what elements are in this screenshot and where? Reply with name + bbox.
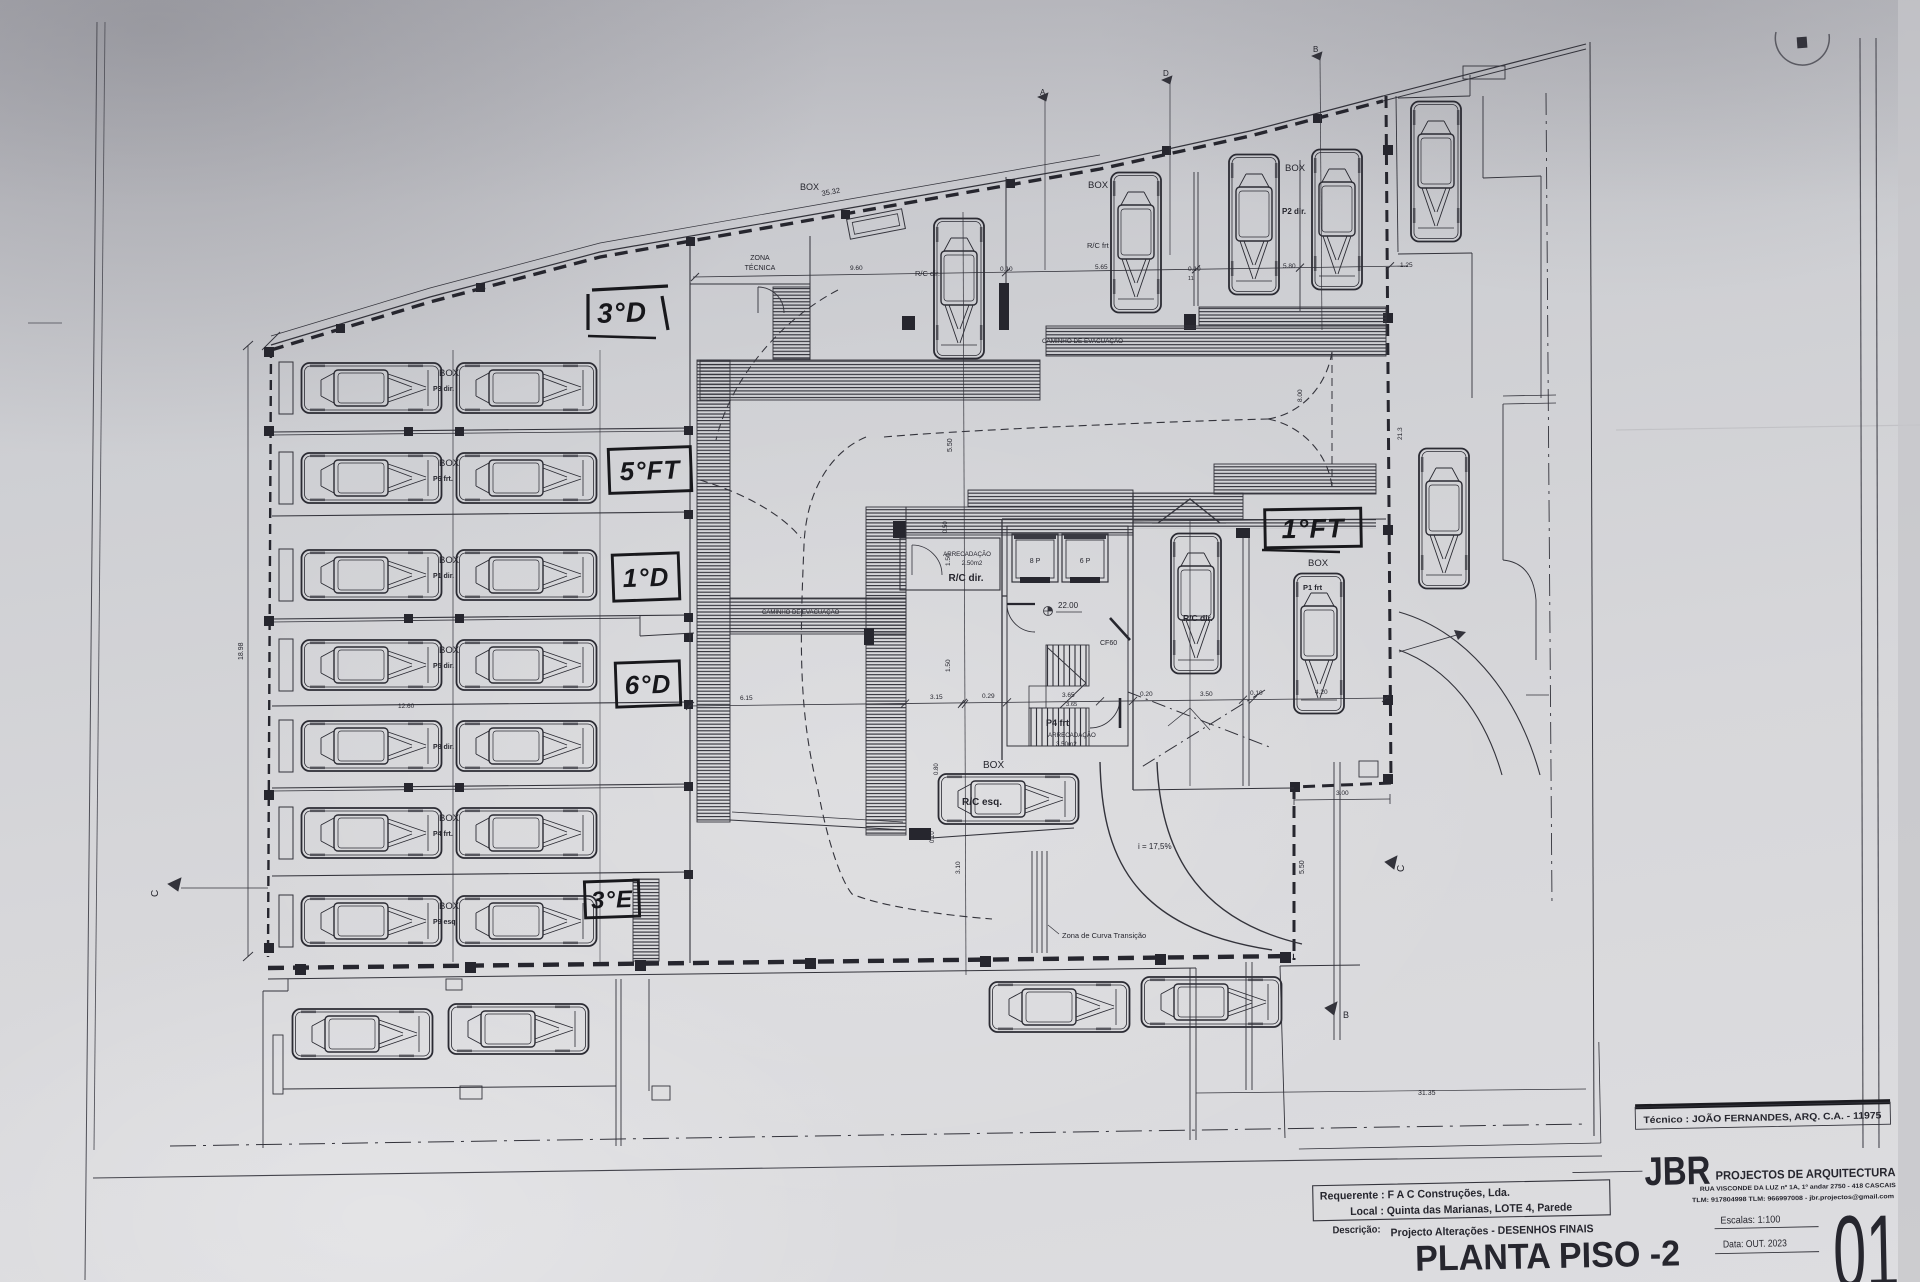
svg-text:3.00: 3.00 [1336,790,1349,797]
svg-text:BOX: BOX [800,182,819,192]
svg-text:3.65: 3.65 [1066,702,1077,708]
svg-text:3.50m2: 3.50m2 [1056,741,1077,748]
svg-text:P1 frt: P1 frt [1303,583,1323,592]
svg-text:PLANTA PISO -2: PLANTA PISO -2 [1415,1232,1681,1278]
svg-text:P1 dir.: P1 dir. [433,573,454,580]
svg-text:P5 dir.: P5 dir. [433,663,454,670]
svg-text:BOX: BOX [439,458,460,469]
svg-text:R/C dir.: R/C dir. [948,573,983,584]
svg-text:6.15: 6.15 [740,695,753,702]
svg-text:ZONA: ZONA [750,255,770,262]
svg-text:3°E: 3°E [591,886,634,914]
svg-text:8.00: 8.00 [1297,389,1304,402]
svg-text:B: B [1343,1010,1349,1020]
svg-text:BOX: BOX [439,813,460,824]
svg-text:22.00: 22.00 [1058,601,1079,610]
svg-text:A: A [1040,88,1046,97]
svg-text:RUA VISCONDE DA LUZ nº 1A, 1º: RUA VISCONDE DA LUZ nº 1A, 1º andar 2750… [1700,1182,1896,1193]
svg-text:R/C dir.: R/C dir. [1183,613,1213,623]
svg-text:5°FT: 5°FT [619,454,682,486]
svg-text:C: C [150,890,161,897]
svg-text:CF60: CF60 [1100,640,1117,647]
svg-text:D: D [1163,69,1169,78]
svg-text:5.50: 5.50 [947,438,954,452]
svg-text:ARRECADAÇÃO: ARRECADAÇÃO [1048,732,1096,739]
svg-text:P6 frt.: P6 frt. [433,476,453,483]
svg-text:21.3: 21.3 [1397,427,1404,440]
svg-text:R/C dir.: R/C dir. [915,269,940,278]
svg-text:3.50: 3.50 [1200,691,1213,698]
svg-text:11: 11 [1188,276,1194,282]
svg-text:3.65: 3.65 [1062,692,1075,699]
svg-text:18.98: 18.98 [238,642,245,660]
svg-text:Escalas: 1:100: Escalas: 1:100 [1720,1214,1781,1226]
svg-text:8 P: 8 P [1030,558,1041,565]
svg-text:1.25: 1.25 [1400,262,1413,269]
svg-text:B: B [1313,45,1318,54]
svg-text:1°D: 1°D [622,562,670,594]
svg-text:6°D: 6°D [624,669,672,701]
svg-text:P2 dir.: P2 dir. [1282,207,1306,216]
svg-text:P8 dir.: P8 dir. [433,744,454,751]
svg-text:P3 dir.: P3 dir. [433,386,454,393]
svg-text:1.50: 1.50 [945,553,952,566]
svg-text:Projecto Alterações - DESENHOS: Projecto Alterações - DESENHOS FINAIS [1391,1223,1594,1239]
svg-text:BOX: BOX [1285,163,1306,174]
svg-text:6 P: 6 P [1080,558,1091,565]
svg-text:0.10: 0.10 [1000,266,1013,273]
svg-text:01: 01 [1832,1194,1900,1282]
svg-text:CAMINHO DE EVACUAÇÃO: CAMINHO DE EVACUAÇÃO [762,609,840,616]
svg-text:Requerente : F A C Construçõe: Requerente : F A C Construções, Lda. [1320,1187,1510,1203]
svg-text:0.10: 0.10 [930,831,936,843]
svg-text:BOX: BOX [439,368,460,379]
svg-text:9.60: 9.60 [850,265,863,272]
svg-text:Data: OUT. 2023: Data: OUT. 2023 [1723,1238,1788,1250]
svg-text:ARRECADAÇÃO: ARRECADAÇÃO [943,551,991,558]
svg-text:JBR: JBR [1644,1149,1711,1194]
svg-text:Local : Quinta das Marianas, L: Local : Quinta das Marianas, LOTE 4, Par… [1350,1202,1572,1218]
svg-text:P9 esq.: P9 esq. [433,919,458,926]
svg-text:TLM: 917804998 TLM: 966997008: TLM: 917804998 TLM: 966997008 - jbr.proj… [1692,1193,1895,1204]
svg-text:PROJECTOS DE ARQUITECTURA: PROJECTOS DE ARQUITECTURA [1715,1165,1896,1183]
svg-text:0.10: 0.10 [1250,690,1263,697]
svg-text:R/C esq.: R/C esq. [962,797,1002,808]
svg-text:2.50m2: 2.50m2 [962,560,983,567]
svg-text:1.50: 1.50 [945,659,952,672]
svg-text:Técnico : JOÃO FERNANDES, ARQ.: Técnico : JOÃO FERNANDES, ARQ. C.A. - 11… [1643,1110,1882,1126]
svg-text:3°D: 3°D [596,296,647,329]
svg-text:31.35: 31.35 [1418,1090,1436,1097]
svg-text:BOX: BOX [983,760,1004,771]
svg-text:Descrição:: Descrição: [1332,1224,1380,1236]
svg-text:5.50: 5.50 [1299,860,1306,874]
svg-text:TÉCNICA: TÉCNICA [745,263,776,272]
svg-text:12.60: 12.60 [398,703,415,710]
svg-text:0.50: 0.50 [943,521,949,533]
svg-text:3.10: 3.10 [955,861,962,874]
svg-text:Zona de Curva Transição: Zona de Curva Transição [1062,931,1146,940]
svg-text:R/C frt: R/C frt [1087,241,1110,250]
svg-text:P4 frt.: P4 frt. [433,831,453,838]
svg-text:P4 frt: P4 frt [1046,718,1069,728]
svg-text:5.65: 5.65 [1095,264,1108,271]
svg-text:BOX: BOX [439,901,460,912]
svg-text:C: C [1396,865,1407,872]
svg-text:0.29: 0.29 [982,693,995,700]
svg-text:0.10: 0.10 [1188,266,1201,273]
svg-text:0.20: 0.20 [1140,691,1153,698]
svg-text:0.80: 0.80 [934,763,940,775]
svg-text:CAMINHO DE EVACUAÇÃO: CAMINHO DE EVACUAÇÃO [1042,336,1123,345]
svg-text:35.32: 35.32 [821,186,841,198]
svg-text:3.15: 3.15 [930,694,943,701]
svg-text:1°FT: 1°FT [1281,513,1346,544]
svg-text:5.80: 5.80 [1283,263,1296,270]
svg-text:BOX: BOX [439,555,460,566]
svg-text:i = 17,5%: i = 17,5% [1138,842,1172,851]
svg-text:BOX: BOX [1088,180,1109,191]
svg-text:BOX: BOX [439,645,460,656]
svg-text:BOX: BOX [1308,558,1329,569]
